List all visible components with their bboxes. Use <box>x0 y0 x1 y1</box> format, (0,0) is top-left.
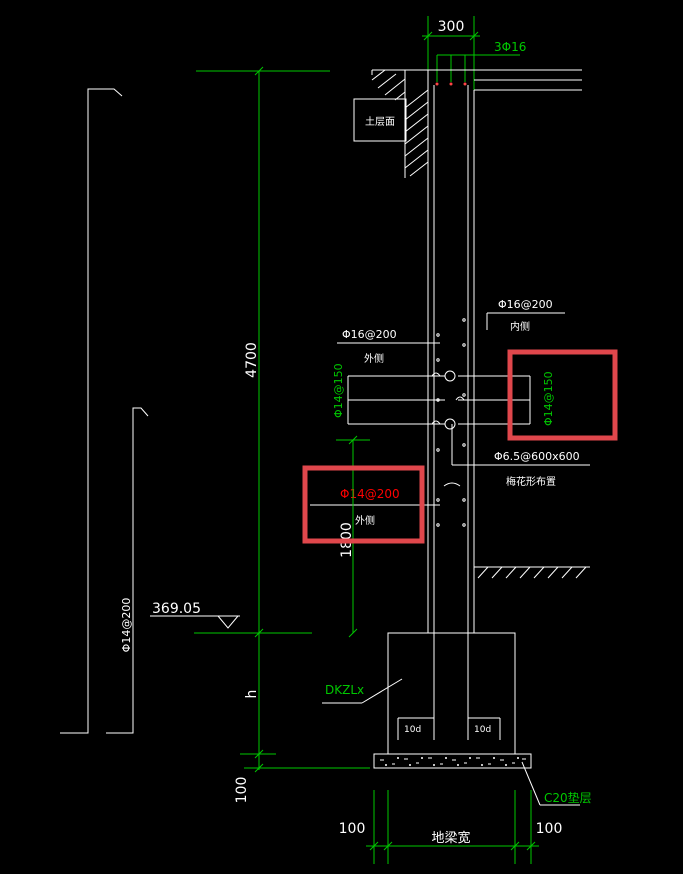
concrete-label: C20垫层 <box>544 790 592 805</box>
top-width-value: 300 <box>438 19 465 35</box>
highlight-box-left <box>302 465 425 544</box>
left-dimension-lines <box>194 66 370 773</box>
far-left-rebar-label: Φ14@200 <box>120 598 133 653</box>
wall-rebar-marks <box>431 318 466 527</box>
soil-surface-label: 土层面 <box>365 115 395 128</box>
anchor-right-label: 10d <box>474 725 491 735</box>
wall <box>427 70 475 740</box>
foundation-100-value: 100 <box>234 777 250 804</box>
inner-rebar-leader <box>486 312 565 330</box>
concrete-pad <box>373 753 532 769</box>
beam-code-leader <box>322 678 403 704</box>
foundation-h-value: h <box>244 690 260 699</box>
left-vertical-rebar-label: Φ14@150 <box>332 363 345 418</box>
beam-code-label: DKZLx <box>325 683 364 697</box>
right-ground <box>474 566 590 579</box>
outer-side-label: 外侧 <box>364 352 384 365</box>
outer-rebar-label: Φ16@200 <box>342 328 397 341</box>
right-vertical-rebar-bracket <box>458 375 531 425</box>
left-vertical-rebar-bracket <box>347 375 445 425</box>
red-side-label: 外侧 <box>355 514 375 527</box>
right-vertical-rebar-label: Φ14@150 <box>542 371 555 426</box>
concrete-leader <box>521 761 580 806</box>
elevation-marker <box>150 615 240 629</box>
anchor-left-label: 10d <box>404 725 421 735</box>
tie-rebar-leader <box>451 424 590 466</box>
elevation-value: 369.05 <box>152 601 201 617</box>
far-left-bars <box>60 88 149 734</box>
bottom-dimension <box>366 790 539 864</box>
tie-rebar-label: Φ6.5@600x600 <box>494 450 580 463</box>
total-height-value: 4700 <box>244 342 260 378</box>
inner-side-label: 内侧 <box>510 320 530 333</box>
beam-width-label: 地梁宽 <box>431 830 470 846</box>
inner-rebar-label: Φ16@200 <box>498 298 553 311</box>
top-rebar-label: 3Φ16 <box>494 40 526 54</box>
top-rebar-leader <box>436 54 520 82</box>
top-ground <box>371 69 582 178</box>
highlight-box-right <box>507 349 618 441</box>
bottom-left-100: 100 <box>339 821 366 837</box>
foundation-beam <box>387 632 516 755</box>
red-rebar-label: Φ14@200 <box>340 487 400 501</box>
tie-note-label: 梅花形布置 <box>506 475 556 488</box>
top-rebar-dots <box>435 82 467 86</box>
soil-surface-box <box>353 98 407 142</box>
bottom-right-100: 100 <box>536 821 563 837</box>
